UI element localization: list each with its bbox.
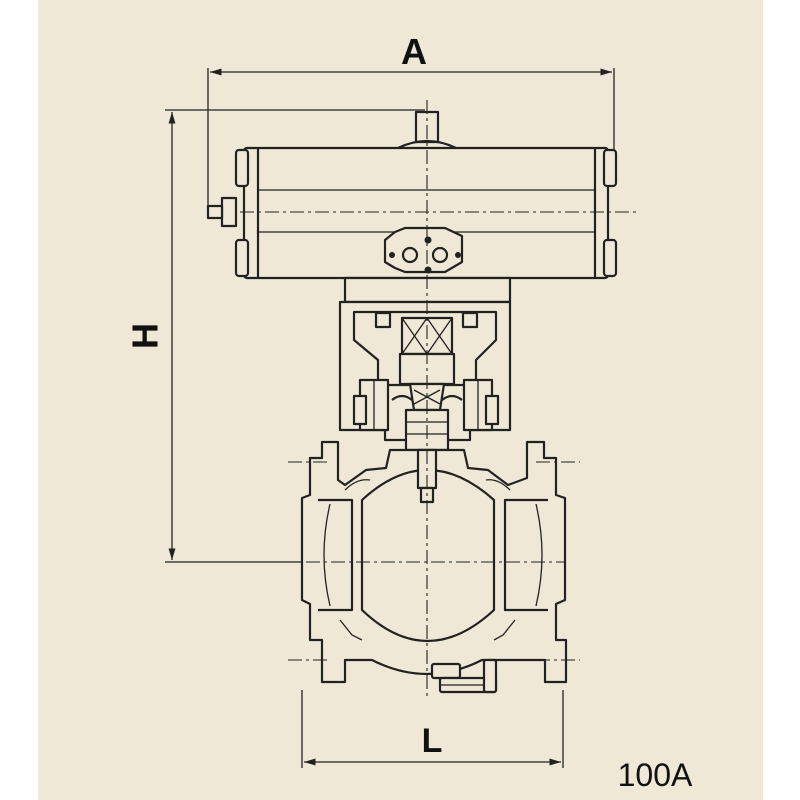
model-label: 100A: [618, 757, 693, 793]
dimension-h: H: [125, 109, 425, 563]
dimension-a: A: [207, 31, 615, 208]
dimension-h-label: H: [125, 323, 166, 349]
dimension-l-label: L: [422, 722, 443, 760]
actuator: [206, 110, 640, 304]
dimension-a-label: A: [401, 31, 427, 72]
dimension-l: L: [301, 690, 564, 768]
valve-body: [288, 440, 580, 694]
bracket: [338, 300, 512, 452]
